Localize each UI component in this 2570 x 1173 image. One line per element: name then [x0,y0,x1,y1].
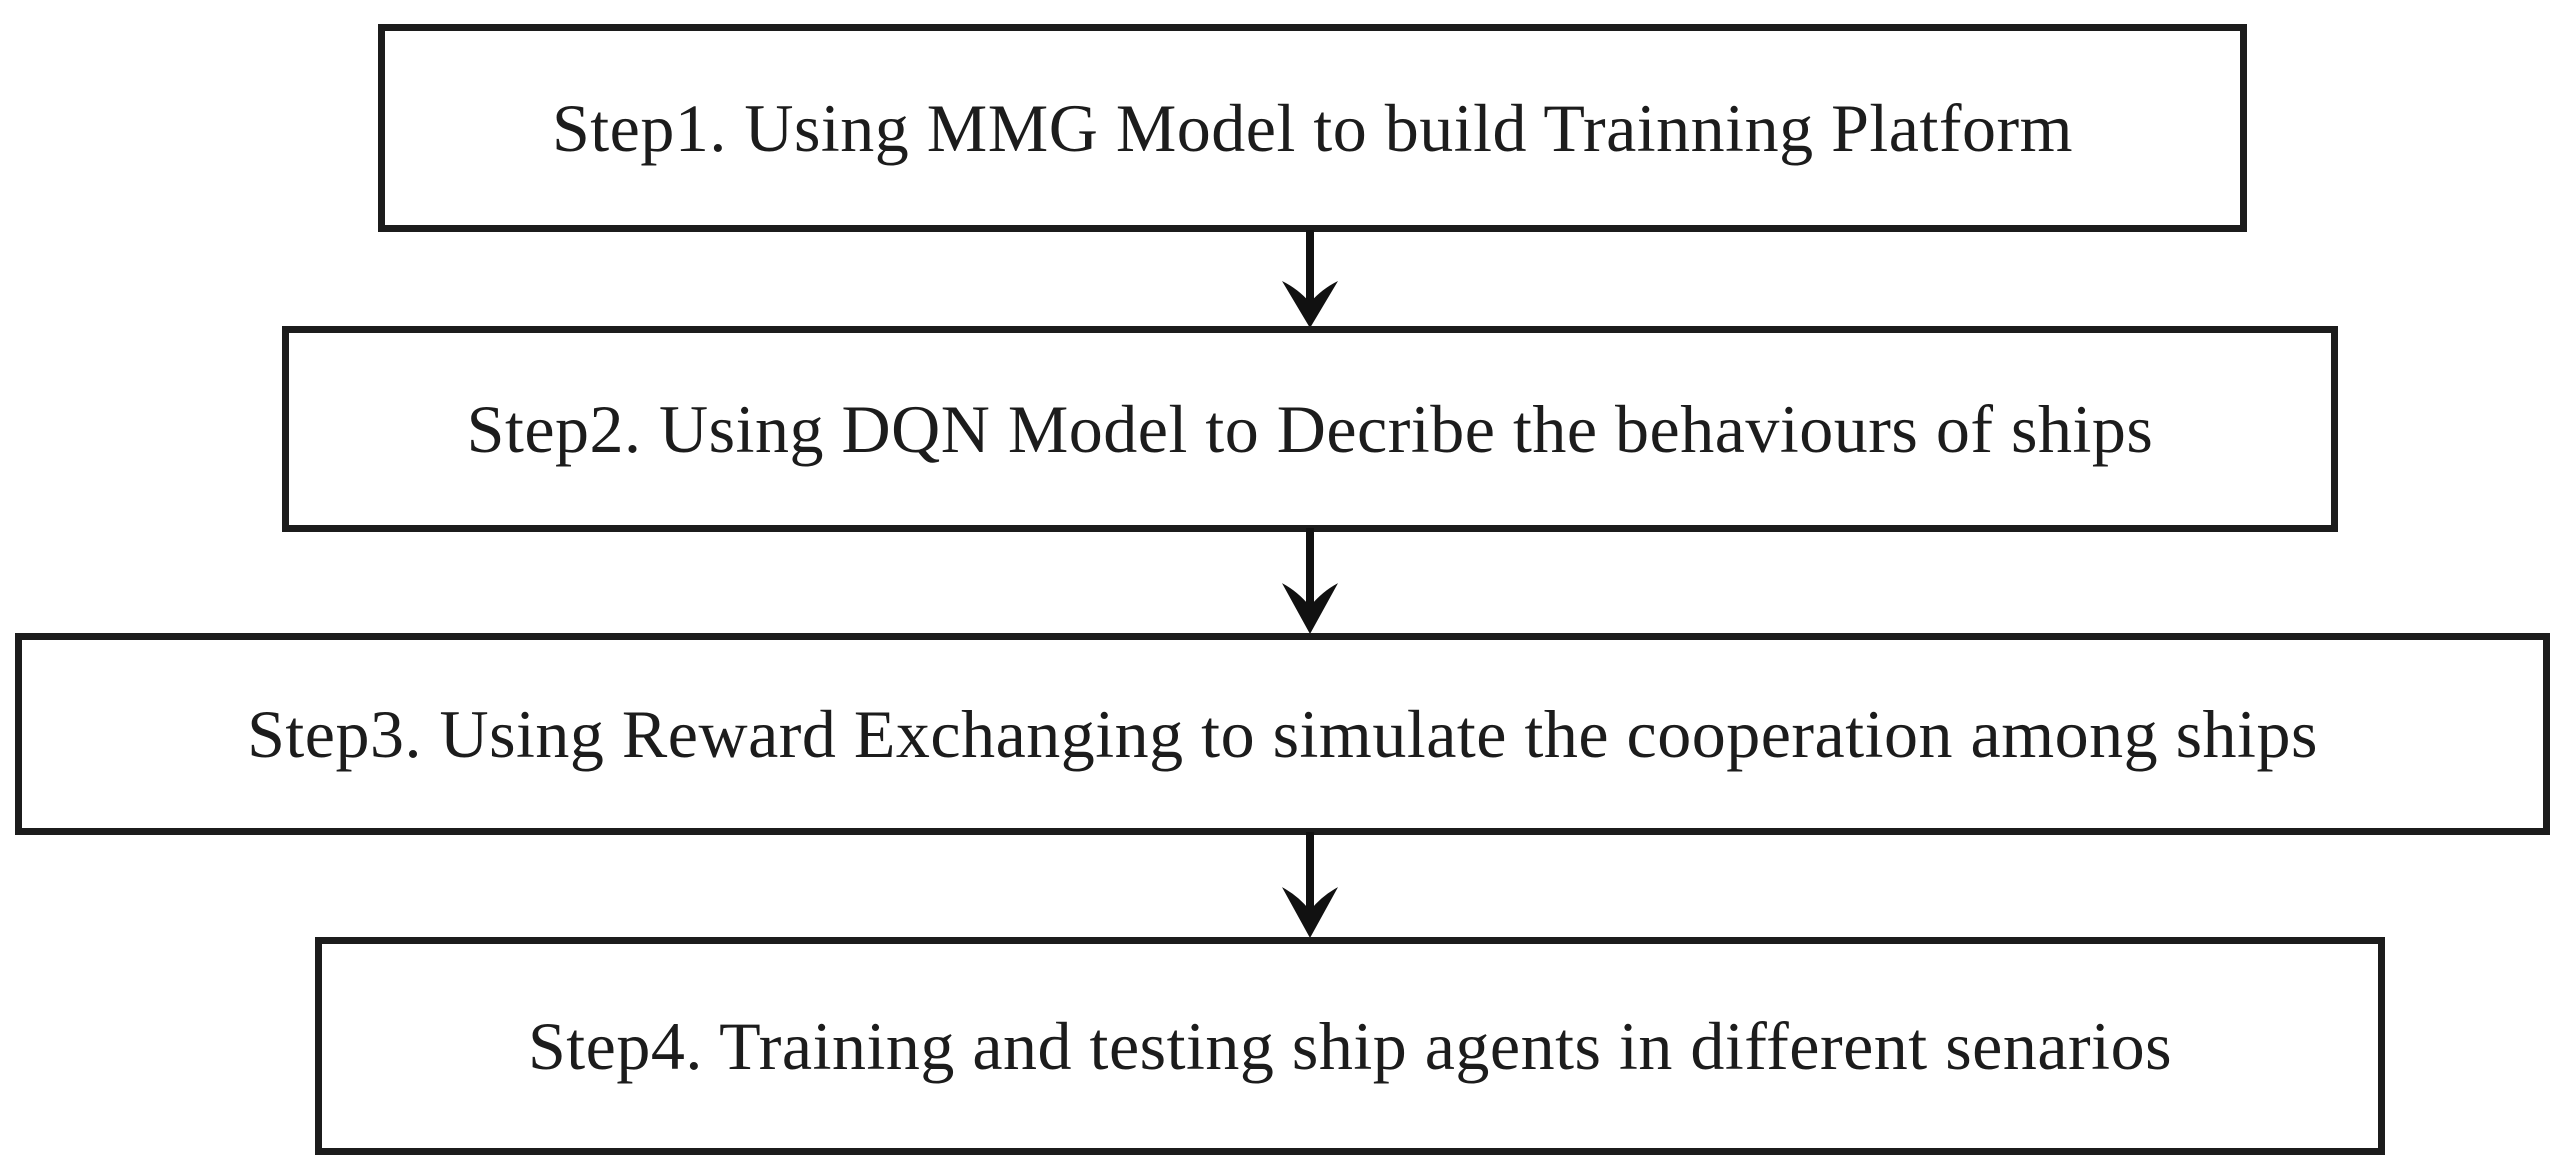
step-box-4: Step4. Training and testing ship agents … [315,937,2385,1155]
down-arrow-icon-1 [1282,230,1338,328]
step-4-label: Step4. Training and testing ship agents … [527,1007,2173,1084]
step-box-1: Step1. Using MMG Model to build Trainnin… [378,24,2247,232]
down-arrow-icon-2 [1282,528,1338,634]
step-box-2: Step2. Using DQN Model to Decribe the be… [282,326,2338,532]
step-3-label: Step3. Using Reward Exchanging to simula… [247,695,2318,772]
step-1-label: Step1. Using MMG Model to build Trainnin… [551,89,2074,166]
step-box-3: Step3. Using Reward Exchanging to simula… [15,633,2550,835]
step-2-label: Step2. Using DQN Model to Decribe the be… [466,390,2154,467]
down-arrow-icon-3 [1282,832,1338,938]
